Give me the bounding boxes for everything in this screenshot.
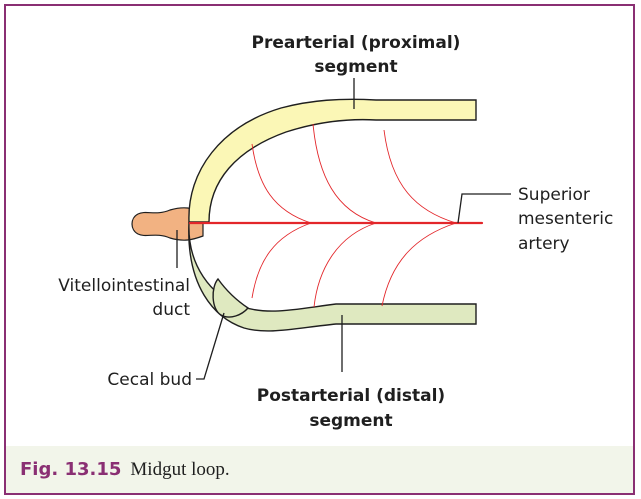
cecal-bud-shape — [213, 279, 248, 317]
duct-label-line2: duct — [152, 300, 190, 320]
artery-pointer — [458, 194, 511, 223]
prearterial-limb — [189, 99, 476, 222]
postarterial-label-line2: segment — [309, 411, 392, 431]
artery-label-line1: Superior — [518, 185, 590, 205]
cecal-bud-pointer — [196, 313, 224, 379]
duct-label-line1: Vitellointestinal — [58, 276, 190, 296]
figure: Prearterial (proximal) segment Postarter… — [4, 4, 635, 495]
artery-label-line3: artery — [518, 234, 570, 254]
artery-label-line2: mesenteric — [518, 209, 613, 229]
prearterial-label-line2: segment — [314, 57, 397, 77]
prearterial-label-line1: Prearterial (proximal) — [252, 33, 461, 53]
figure-caption: Fig. 13.15 Midgut loop. — [6, 446, 633, 493]
figure-number: Fig. 13.15 — [20, 459, 121, 480]
cecal-bud-label: Cecal bud — [107, 370, 192, 390]
label-pointers — [177, 78, 511, 379]
midgut-loop-diagram: Prearterial (proximal) segment Postarter… — [6, 6, 633, 446]
postarterial-label-line1: Postarterial (distal) — [257, 386, 445, 406]
figure-caption-text: Midgut loop. — [130, 459, 229, 481]
